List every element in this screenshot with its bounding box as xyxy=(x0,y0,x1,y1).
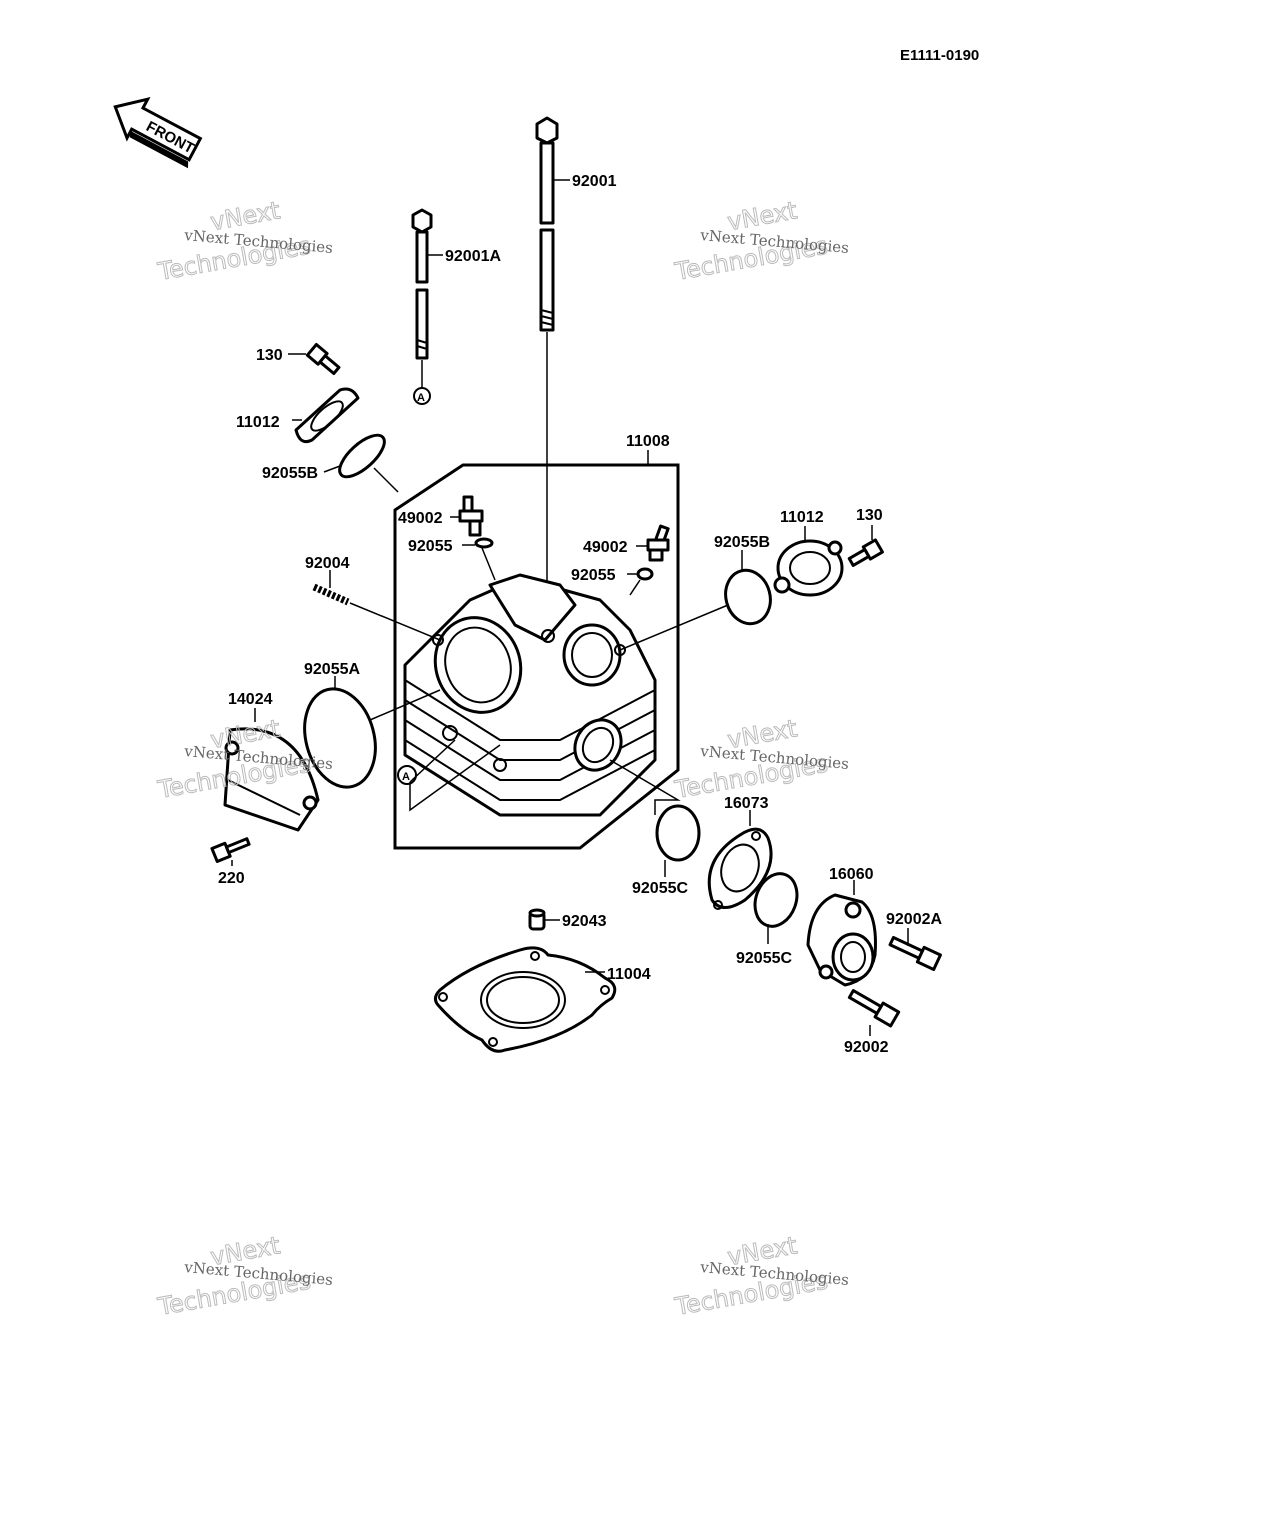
gasket-11004 xyxy=(433,946,617,1053)
plug-49002-right xyxy=(646,524,670,562)
label-92055a: 92055A xyxy=(304,661,360,678)
cover-14024 xyxy=(223,727,320,832)
label-92043: 92043 xyxy=(562,913,607,930)
cap-11012-right xyxy=(773,539,844,597)
label-92055b-right: 92055B xyxy=(714,534,770,551)
label-92055c-right: 92055C xyxy=(736,950,792,967)
bolt-92002a xyxy=(888,935,942,971)
washer-92055-right xyxy=(636,567,654,581)
label-92055b-left: 92055B xyxy=(262,465,318,482)
label-49002-left: 49002 xyxy=(398,510,443,527)
label-92055-right: 92055 xyxy=(571,567,616,584)
front-arrow-icon: FRONT xyxy=(113,96,203,169)
dowel-92043 xyxy=(528,908,546,931)
gasket-16073 xyxy=(707,827,773,910)
label-92002a: 92002A xyxy=(886,911,942,928)
label-92055-left: 92055 xyxy=(408,538,453,555)
label-11012-left: 11012 xyxy=(236,414,280,431)
label-92001: 92001 xyxy=(572,173,617,190)
bolt-130-right xyxy=(847,538,884,567)
label-130-right: 130 xyxy=(856,507,883,524)
label-11012-right: 11012 xyxy=(780,509,824,526)
marker-a-box: A xyxy=(402,771,410,783)
bolt-130-left xyxy=(305,342,341,375)
label-16060: 16060 xyxy=(829,866,874,883)
cap-11012-left xyxy=(294,387,360,444)
oring-92055b-left xyxy=(338,433,386,479)
label-130-left: 130 xyxy=(256,347,283,364)
marker-a-top: A xyxy=(417,392,425,404)
label-11004: 11004 xyxy=(607,966,651,983)
long-bolt-92001 xyxy=(535,116,559,650)
washer-92055-left xyxy=(474,537,494,549)
label-49002-right: 49002 xyxy=(583,539,628,556)
label-220: 220 xyxy=(218,870,245,887)
fitting-16060 xyxy=(806,893,877,987)
label-14024: 14024 xyxy=(228,691,273,708)
bolt-92001a: A xyxy=(411,208,433,405)
plug-49002-left xyxy=(458,495,484,537)
screw-220 xyxy=(210,837,251,863)
label-92055c-left: 92055C xyxy=(632,880,688,897)
oring-92055a xyxy=(303,687,377,789)
oring-92055b-right xyxy=(724,568,772,626)
label-11008: 11008 xyxy=(626,433,670,450)
oring-92055c-left xyxy=(655,804,701,862)
bolt-92002 xyxy=(847,989,901,1028)
cylinder-head-11008 xyxy=(403,573,657,817)
label-16073: 16073 xyxy=(724,795,769,812)
label-92004: 92004 xyxy=(305,555,350,572)
oring-92055c-right xyxy=(753,872,799,928)
diagram-code: E1111-0190 xyxy=(900,47,979,64)
assembly-box-11008 xyxy=(393,463,680,850)
label-92002: 92002 xyxy=(844,1039,889,1056)
label-92001a: 92001A xyxy=(445,248,501,265)
stud-92004 xyxy=(312,583,350,606)
